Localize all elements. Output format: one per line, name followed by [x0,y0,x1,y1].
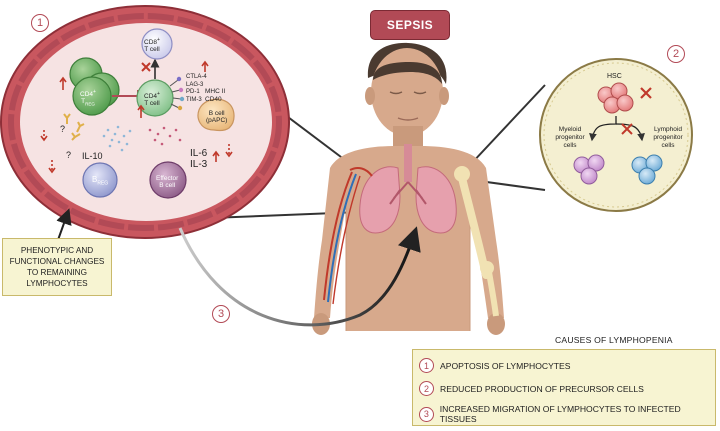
legend-title: CAUSES OF LYMPHOPENIA [555,335,673,345]
question-mark: ? [60,124,66,134]
migration-arrow [178,226,421,327]
question-mark: ? [66,150,72,160]
legend-number: 3 [419,406,434,422]
il3-label: IL-3 [190,159,208,170]
checkpoint-label: LAG-3 [186,81,204,88]
breg-cell [82,162,118,198]
lymphoid-label: Lymphoid progenitor cells [653,126,683,149]
treg-cell [72,76,112,116]
human-figure [312,42,505,335]
breg-label: BREG [92,175,109,187]
hsc-label: HSC [607,73,622,80]
mhc-label: MHC II [205,88,226,95]
cd8-label: CD8+T cell [144,37,160,54]
panel-number-2: 2 [667,45,685,63]
title-badge: SEPSIS [370,10,450,40]
mhc-cd40-labels: MHC II CD40 [205,88,225,104]
checkpoint-label: TIM-3 [186,96,202,103]
panel-number-1: 1 [31,14,49,32]
treg-label: CD4+TREG [80,89,96,107]
il10-label: IL-10 [82,151,103,161]
cd4-label: CD4+T cell [144,91,160,108]
il6-il3-labels: IL-6 IL-3 [190,148,207,170]
red-x-icon [141,62,151,72]
legend-text: APOPTOSIS OF LYMPHOCYTES [440,360,571,371]
checkpoint-label: CTLA-4 [186,74,207,80]
legend-item: 2 REDUCED PRODUCTION OF PRECURSOR CELLS [419,381,644,396]
legend-box: 1 APOPTOSIS OF LYMPHOCYTES 2 REDUCED PRO… [412,349,716,426]
checkpoint-label: PD-1 [186,89,200,95]
legend-number: 2 [419,381,434,396]
antibody-icon [63,113,85,141]
legend-item: 3 INCREASED MIGRATION OF LYMPHOCYTES TO … [419,404,715,424]
legend-number: 1 [419,358,434,373]
bcell-papc-label: B cell(pAPC) [206,110,228,124]
red-x-icon [640,87,652,99]
legend-text: INCREASED MIGRATION OF LYMPHOCYTES TO IN… [439,404,681,424]
checkpoint-list: CTLA-4 LAG-3 PD-1 TIM-3 [186,74,207,104]
cd8-t-cell [141,28,173,60]
connector-line [469,84,546,166]
il6-label: IL-6 [190,148,208,159]
b-cell-papc [197,98,235,132]
arrow-to-vessel [56,208,72,241]
legend-item: 1 APOPTOSIS OF LYMPHOCYTES [419,358,571,373]
phenotypic-changes-box: PHENOTYPIC AND FUNCTIONAL CHANGES TO REM… [2,238,112,296]
legend-text: REDUCED PRODUCTION OF PRECURSOR CELLS [440,383,644,394]
trend-arrows [40,60,233,174]
myeloid-label: Myeloid progenitor cells [555,126,585,149]
red-x-icon [621,123,633,135]
effector-b-cell [149,161,187,199]
blood-vessel-panel [0,5,290,239]
bone-marrow-panel [539,58,693,212]
arrow-number-3: 3 [212,305,230,323]
cd40-label: CD40 [205,96,222,103]
